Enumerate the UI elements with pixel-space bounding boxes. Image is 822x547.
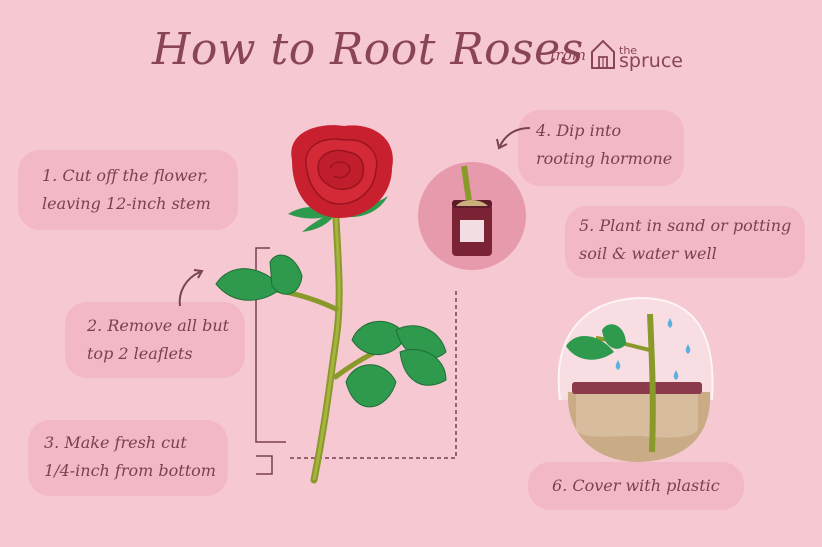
brand-the: the bbox=[619, 44, 638, 57]
step-5-line-1: 5. Plant in sand or potting bbox=[579, 216, 792, 235]
step-1-bubble: 1. Cut off the flower, leaving 12-inch s… bbox=[18, 150, 238, 230]
arrow-step-2-icon bbox=[178, 271, 201, 307]
step-4-line-1: 4. Dip into bbox=[536, 121, 622, 140]
step-4-bubble: 4. Dip into rooting hormone bbox=[518, 110, 684, 186]
stem-length-bracket bbox=[255, 247, 457, 475]
upper-leaves bbox=[215, 254, 303, 301]
pot-rim bbox=[572, 382, 702, 394]
from-label: from bbox=[550, 46, 586, 64]
step-3-line-2: 1/4-inch from bottom bbox=[44, 461, 216, 480]
rooting-hormone-illustration bbox=[418, 162, 526, 270]
step-2-line-2: top 2 leaflets bbox=[87, 344, 193, 363]
brand-name: spruce bbox=[619, 50, 683, 72]
step-6-line-1: 6. Cover with plastic bbox=[552, 476, 720, 495]
potted-cutting-illustration bbox=[557, 296, 714, 462]
step-2-line-1: 2. Remove all but bbox=[87, 316, 230, 335]
page-title: How to Root Roses bbox=[152, 24, 584, 75]
step-1-line-2: leaving 12-inch stem bbox=[42, 194, 211, 213]
arrow-step-4-icon bbox=[499, 127, 531, 147]
step-5-line-2: soil & water well bbox=[579, 244, 717, 263]
step-1-line-1: 1. Cut off the flower, bbox=[42, 166, 209, 185]
step-4-line-2: rooting hormone bbox=[536, 149, 673, 168]
house-logo-icon bbox=[591, 39, 615, 69]
step-5-bubble: 5. Plant in sand or potting soil & water… bbox=[565, 206, 805, 278]
step-3-line-1: 3. Make fresh cut bbox=[44, 433, 187, 452]
lower-leaves bbox=[345, 321, 447, 408]
water-drops-icon bbox=[615, 318, 691, 380]
rose-bloom-icon bbox=[291, 125, 393, 218]
step-2-bubble: 2. Remove all but top 2 leaflets bbox=[65, 302, 245, 378]
step-6-bubble: 6. Cover with plastic bbox=[528, 462, 744, 510]
step-3-bubble: 3. Make fresh cut 1/4-inch from bottom bbox=[28, 420, 228, 496]
